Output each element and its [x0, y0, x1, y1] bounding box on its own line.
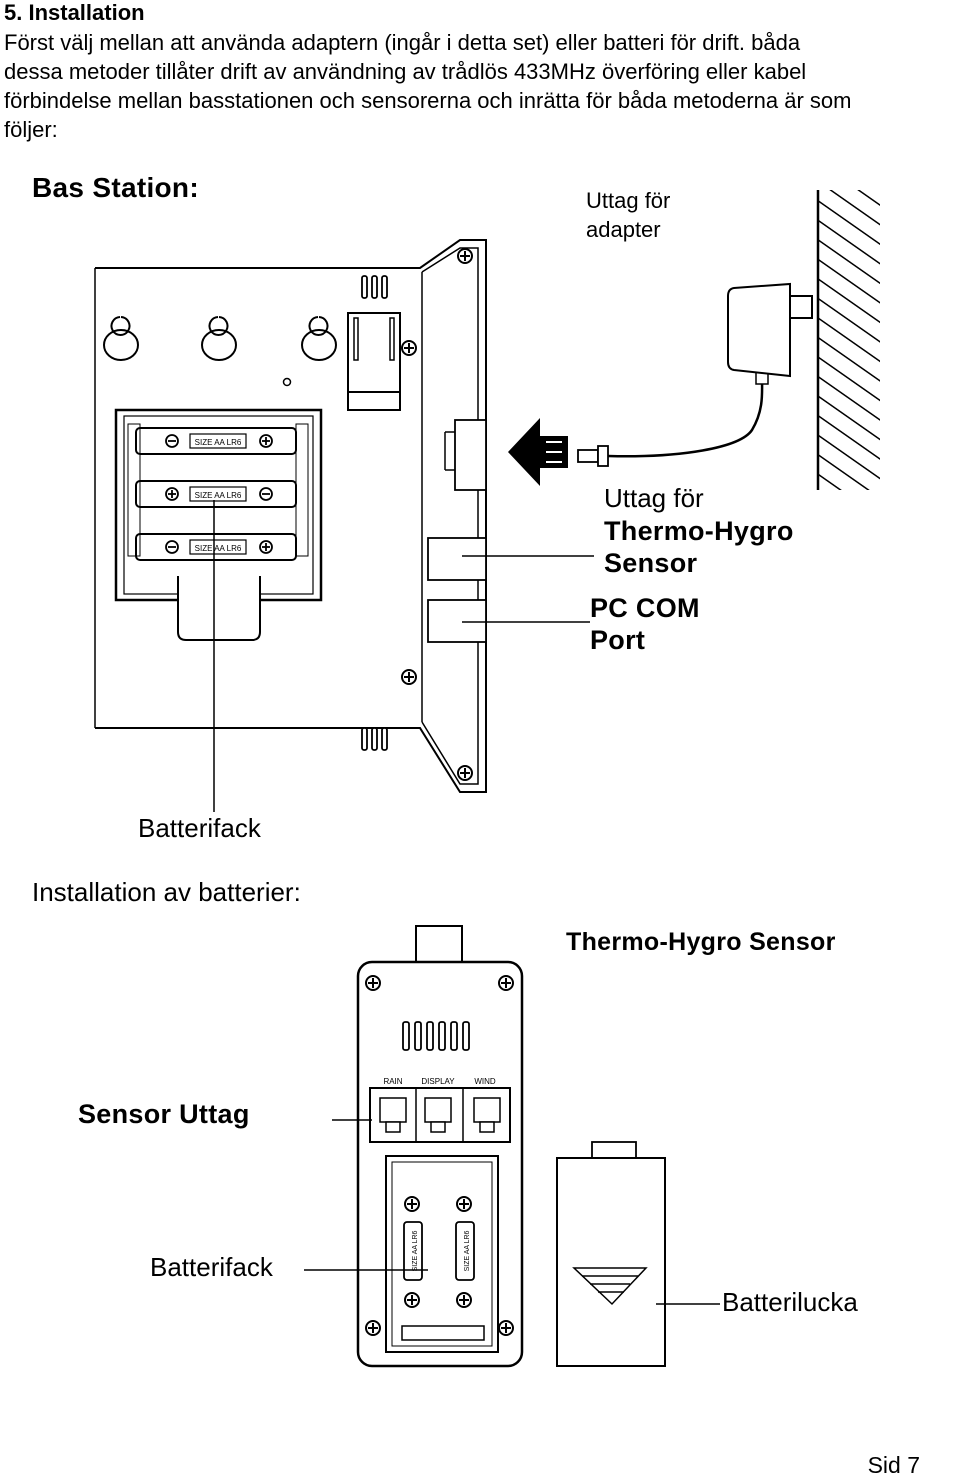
- base-battery-label: Batterifack: [138, 813, 261, 843]
- base-station-title: Bas Station:: [32, 172, 199, 203]
- screw-icon: [404, 1196, 420, 1212]
- screw-icon: [401, 669, 417, 685]
- port-label-wind: WIND: [474, 1077, 496, 1086]
- battery-install-title: Installation av batterier:: [32, 877, 301, 907]
- intro-line: Först välj mellan att använda adaptern (…: [4, 30, 801, 55]
- wall: [818, 190, 880, 490]
- screw-icon: [457, 248, 473, 264]
- screw-icon: [404, 1292, 420, 1308]
- thermo-hygro-sensor: RAIN DISPLAY WIND SIZE AA LR6 SIZE AA LR…: [356, 925, 524, 1368]
- screw-icon: [498, 975, 514, 991]
- battery-marking-3: SIZE AA LR6: [195, 544, 242, 553]
- thermo-outlet-label-line1: Uttag för: [604, 483, 704, 513]
- battery-marking-2: SIZE AA LR6: [195, 491, 242, 500]
- pc-com-label-line2: Port: [590, 625, 646, 655]
- screw-icon: [365, 1320, 381, 1336]
- battery-lid: [556, 1141, 666, 1367]
- thermo-outlet-label-line3: Sensor: [604, 548, 698, 578]
- sensor-battery-marking-2: SIZE AA LR6: [464, 1230, 471, 1271]
- battery-row: SIZE AA LR6 SIZE AA LR6 SIZE AA LR6: [127, 423, 309, 561]
- intro-paragraph: Först välj mellan att använda adaptern (…: [4, 28, 960, 144]
- screw-icon: [457, 765, 473, 781]
- screw-icon: [456, 1292, 472, 1308]
- screw-icon: [498, 1320, 514, 1336]
- base-station-back: SIZE AA LR6 SIZE AA LR6 SIZE AA LR6: [94, 239, 487, 793]
- battery-lid-label: Batterilucka: [722, 1287, 858, 1317]
- sensor-battery-marking-1: SIZE AA LR6: [412, 1230, 419, 1271]
- adapter-label-line2: adapter: [586, 217, 661, 242]
- sensor-title: Thermo-Hygro Sensor: [566, 928, 836, 956]
- sensor-battery-label: Batterifack: [150, 1252, 273, 1282]
- screw-icon: [456, 1196, 472, 1212]
- battery-marking-1: SIZE AA LR6: [195, 438, 242, 447]
- page-number: Sid 7: [867, 1452, 920, 1478]
- intro-line: förbindelse mellan basstationen och sens…: [4, 88, 852, 113]
- port-label-display: DISPLAY: [421, 1077, 455, 1086]
- port-label-rain: RAIN: [383, 1077, 402, 1086]
- intro-line: följer:: [4, 117, 58, 142]
- screw-icon: [365, 975, 381, 991]
- insert-arrow-icon: [508, 418, 568, 486]
- sensor-outlet-label: Sensor Uttag: [78, 1099, 250, 1129]
- intro-line: dessa metoder tillåter drift av användni…: [4, 59, 807, 84]
- thermo-outlet-label-line2: Thermo-Hygro: [604, 516, 794, 546]
- adapter-label-line1: Uttag för: [586, 188, 671, 213]
- section-heading: 5. Installation: [4, 0, 145, 25]
- adapter-plug: [577, 282, 813, 467]
- screw-icon: [401, 340, 417, 356]
- pc-com-label-line1: PC COM: [590, 593, 700, 623]
